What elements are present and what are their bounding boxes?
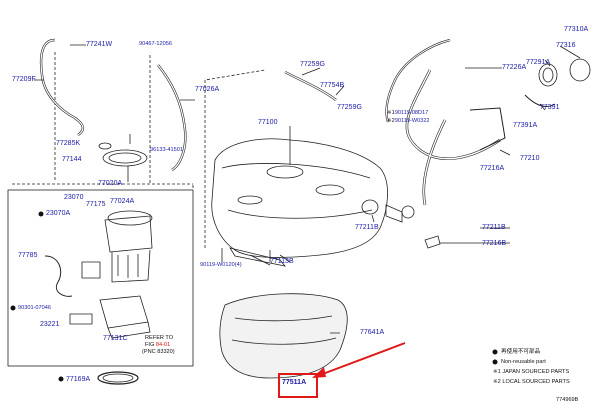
gasket-ring [102, 149, 148, 167]
callout-77169A[interactable]: 77169A [66, 376, 91, 383]
legend-japanese: 再使用不可部品 [501, 349, 541, 355]
pump-module [104, 215, 153, 253]
callout-23221[interactable]: 23221 [40, 321, 60, 328]
callout-23070A[interactable]: 23070A [46, 210, 71, 217]
callout-77131C[interactable]: 77131C [103, 335, 128, 342]
red-arrow-icon [312, 342, 406, 378]
refer-fig-link[interactable]: 84-01 [155, 342, 171, 348]
vent-tube [157, 64, 187, 172]
callout-77754B[interactable]: 77754B [320, 82, 345, 89]
cap-ring [538, 63, 558, 87]
callout-77391A[interactable]: 77391A [513, 122, 538, 129]
callout-77216B[interactable]: 77216B [482, 240, 507, 247]
callout-77026A[interactable]: 77026A [195, 86, 220, 93]
callout-77511A[interactable]: 77511A [282, 379, 307, 386]
figure-id: 774969B [556, 397, 579, 403]
callout-77210[interactable]: 77210 [520, 155, 540, 162]
refer-line-2[interactable]: FIG 84-01 [145, 342, 170, 349]
nonreusable-dot-icon [492, 349, 498, 355]
callout-90119-08D17-text: 90119-08D17 [394, 110, 429, 116]
callout-90119-W0322[interactable]: ※290119-W0322 [387, 118, 430, 125]
refer-line-3: (PNC 83320) [142, 349, 175, 355]
refer-line-1: REFER TO [145, 335, 174, 341]
callout-77391[interactable]: 77391 [540, 104, 560, 111]
legend-nonreusable: Non-reusable part [501, 359, 546, 365]
heat-shield [219, 293, 348, 379]
callout-77641A[interactable]: 77641A [360, 329, 385, 336]
callout-77100[interactable]: 77100 [258, 119, 278, 126]
callout-96133-41501[interactable]: 96133-41501 [150, 147, 183, 153]
refer-fig-prefix: FIG [145, 342, 156, 348]
callout-77259G-top[interactable]: 77259G [300, 61, 325, 68]
callout-23070[interactable]: 23070 [64, 194, 84, 201]
callout-77285K[interactable]: 77285K [56, 140, 81, 147]
callout-77209F[interactable]: 77209F [12, 76, 36, 83]
legend-local-sourced: ※2 LOCAL SOURCED PARTS [493, 379, 570, 385]
note-2-symbol: ※2 [387, 118, 395, 124]
callout-77211B-left[interactable]: 77211B [355, 224, 379, 231]
legend-japan-sourced: ※1 JAPAN SOURCED PARTS [493, 369, 570, 375]
callout-77144[interactable]: 77144 [62, 156, 82, 163]
callout-77310A[interactable]: 77310A [564, 26, 589, 33]
callout-77226A[interactable]: 77226A [502, 64, 527, 71]
callout-77024A[interactable]: 77024A [110, 198, 135, 205]
nonreusable-dot-icon-2 [492, 359, 498, 365]
callout-77020A[interactable]: 77020A [98, 180, 123, 187]
callout-90467-12056[interactable]: 90467-12056 [139, 41, 172, 47]
callout-77175[interactable]: 77175 [86, 201, 106, 208]
callout-77211B-right[interactable]: 77211B [482, 224, 506, 231]
callout-77113B[interactable]: 77113B [270, 258, 294, 265]
callout-77291A[interactable]: 77291A [526, 59, 551, 66]
note-1-symbol: ※1 [387, 110, 395, 116]
callout-77216A[interactable]: 77216A [480, 165, 505, 172]
pump-assembly-frame [7, 189, 194, 367]
callout-77785[interactable]: 77785 [18, 252, 38, 259]
callout-90119-08D17[interactable]: ※190119-08D17 [387, 110, 428, 117]
callout-77241W[interactable]: 77241W [86, 41, 113, 48]
callout-90301-07046[interactable]: 90301-07046 [18, 305, 51, 311]
callout-90119-W0120[interactable]: 90119-W0120(4) [200, 262, 242, 268]
filler-pipe [405, 69, 501, 206]
breather-tube [39, 38, 85, 136]
fuel-cap [569, 58, 591, 82]
callout-77259G-mid[interactable]: 77259G [337, 104, 362, 111]
callout-77316[interactable]: 77316 [556, 42, 576, 49]
seal-ring [97, 371, 139, 385]
highlight-box [278, 373, 318, 398]
callout-90119-W0322-text: 90119-W0322 [394, 118, 430, 124]
fuel-tank [211, 138, 388, 258]
